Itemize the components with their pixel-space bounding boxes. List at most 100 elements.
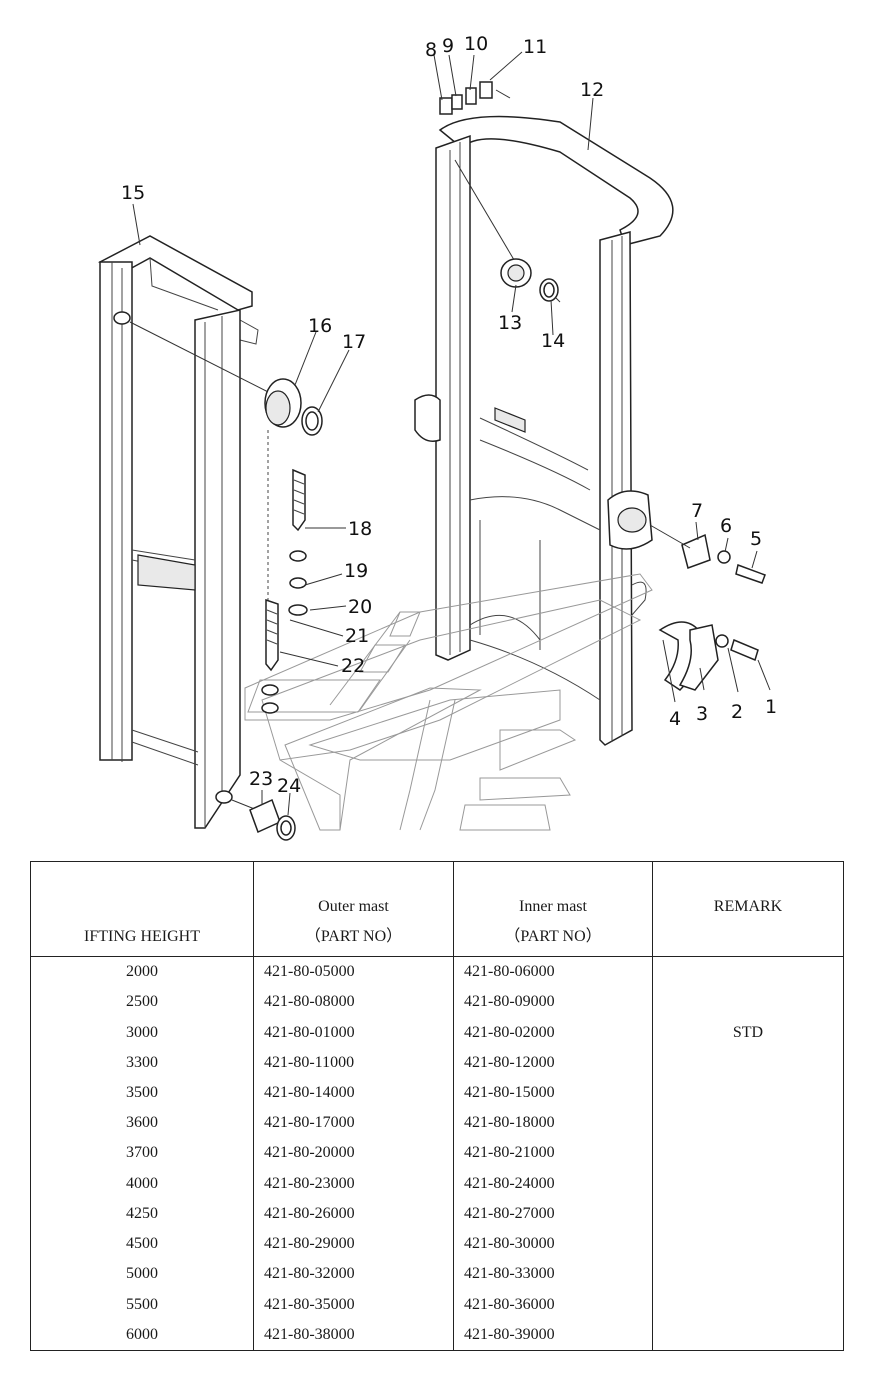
outer-mast-part-no-cell: 421-80-14000	[253, 1077, 454, 1109]
remark-cell	[652, 1228, 844, 1260]
callout-12: 12	[580, 79, 604, 101]
callout-6: 6	[720, 515, 732, 537]
inner-mast-part-no-cell: 421-80-24000	[453, 1168, 653, 1199]
outer-mast-part-no-cell: 421-80-11000	[253, 1047, 454, 1078]
callout-24: 24	[277, 775, 301, 797]
remark-cell	[652, 956, 844, 988]
outer-mast-part-no-cell: 421-80-17000	[253, 1108, 454, 1139]
lifting-height-cell: 3700	[30, 1138, 254, 1169]
small-parts-drawing	[249, 81, 766, 841]
callout-leaders	[132, 51, 771, 816]
callout-23: 23	[249, 768, 273, 790]
lifting-height-cell: 3000	[30, 1017, 254, 1048]
remark-cell	[652, 1319, 844, 1351]
callout-21: 21	[345, 625, 369, 647]
remark-cell	[652, 1259, 844, 1290]
lifting-height-cell: 3500	[30, 1077, 254, 1109]
inner-mast-part-no-cell: 421-80-06000	[453, 956, 653, 988]
callout-9: 9	[442, 35, 454, 57]
callout-19: 19	[344, 560, 368, 582]
lifting-height-cell: 3600	[30, 1108, 254, 1139]
lifting-height-cell: 3300	[30, 1047, 254, 1078]
outer-mast-part-no-cell: 421-80-35000	[253, 1289, 454, 1320]
header-outer-mast-title: Outer mast	[318, 898, 389, 915]
header-inner-mast-title: Inner mast	[519, 898, 587, 915]
inner-mast-part-no-cell: 421-80-27000	[453, 1198, 653, 1229]
callout-14: 14	[541, 330, 565, 352]
lifting-height-cell: 2500	[30, 987, 254, 1018]
lifting-height-cell: 4250	[30, 1198, 254, 1229]
callout-15: 15	[121, 182, 145, 204]
inner-mast-part-no-cell: 421-80-30000	[453, 1228, 653, 1260]
remark-cell: STD	[652, 1017, 844, 1048]
header-remark: REMARK	[652, 861, 844, 957]
inner-mast-drawing	[414, 115, 674, 746]
lifting-height-cell: 2000	[30, 956, 254, 988]
inner-mast-part-no-cell: 421-80-36000	[453, 1289, 653, 1320]
inner-mast-part-no-cell: 421-80-21000	[453, 1138, 653, 1169]
remark-cell	[652, 1289, 844, 1320]
callout-18: 18	[348, 518, 372, 540]
callout-22: 22	[341, 655, 365, 677]
outer-mast-part-no-cell: 421-80-23000	[253, 1168, 454, 1199]
outer-mast-part-no-cell: 421-80-38000	[253, 1319, 454, 1351]
inner-mast-part-no-cell: 421-80-09000	[453, 987, 653, 1018]
base-outline-drawing	[244, 573, 653, 831]
callout-labels: 1 2 3 4 5 6 7 8 9 10 11 12 13 14 15 16 1…	[121, 33, 777, 797]
remark-cell	[652, 987, 844, 1018]
callout-5: 5	[750, 528, 762, 550]
mast-part-number-table: IFTING HEIGHT Outer mast （PART NO） Inner…	[30, 861, 844, 1351]
callout-13: 13	[498, 312, 522, 334]
lifting-height-cell: 6000	[30, 1319, 254, 1351]
header-lifting-height: IFTING HEIGHT	[30, 861, 254, 957]
inner-mast-part-no-cell: 421-80-02000	[453, 1017, 653, 1048]
callout-8: 8	[425, 39, 437, 61]
callout-2: 2	[731, 701, 743, 723]
lifting-height-cell: 5500	[30, 1289, 254, 1320]
callout-11: 11	[523, 36, 547, 58]
table-header-row: IFTING HEIGHT Outer mast （PART NO） Inner…	[30, 861, 844, 957]
header-outer-mast-part-no: （PART NO）	[304, 928, 403, 945]
outer-mast-part-no-cell: 421-80-26000	[253, 1198, 454, 1229]
callout-20: 20	[348, 596, 372, 618]
header-outer-mast: Outer mast （PART NO）	[253, 861, 454, 957]
callout-10: 10	[464, 33, 488, 55]
lifting-height-cell: 4000	[30, 1168, 254, 1199]
outer-mast-drawing	[97, 235, 281, 829]
callout-7: 7	[691, 500, 703, 522]
callout-17: 17	[342, 331, 366, 353]
inner-mast-part-no-cell: 421-80-18000	[453, 1108, 653, 1139]
inner-mast-part-no-cell: 421-80-15000	[453, 1077, 653, 1109]
outer-mast-part-no-cell: 421-80-05000	[253, 956, 454, 988]
callout-3: 3	[696, 703, 708, 725]
outer-mast-part-no-cell: 421-80-01000	[253, 1017, 454, 1048]
remark-cell	[652, 1168, 844, 1199]
outer-mast-part-no-cell: 421-80-29000	[253, 1228, 454, 1260]
lifting-height-cell: 5000	[30, 1259, 254, 1290]
outer-mast-part-no-cell: 421-80-32000	[253, 1259, 454, 1290]
inner-mast-part-no-cell: 421-80-39000	[453, 1319, 653, 1351]
outer-mast-part-no-cell: 421-80-20000	[253, 1138, 454, 1169]
remark-cell	[652, 1138, 844, 1169]
header-inner-mast-part-no: （PART NO）	[504, 928, 602, 945]
remark-cell	[652, 1198, 844, 1229]
remark-cell	[652, 1047, 844, 1078]
callout-16: 16	[308, 315, 332, 337]
exploded-parts-diagram: 1 2 3 4 5 6 7 8 9 10 11 12 13 14 15 16 1…	[97, 33, 777, 841]
inner-mast-part-no-cell: 421-80-33000	[453, 1259, 653, 1290]
outer-mast-part-no-cell: 421-80-08000	[253, 987, 454, 1018]
